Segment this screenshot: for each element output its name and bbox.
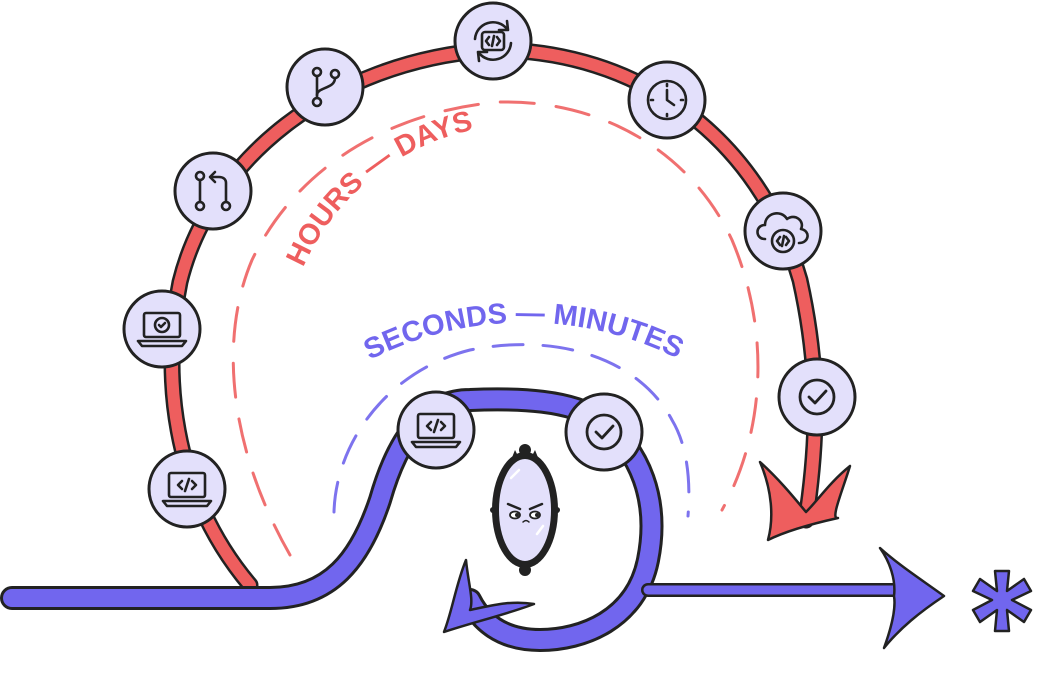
inner-loop-label: SECONDS — MINUTES — [359, 297, 689, 366]
clock-icon — [646, 79, 688, 121]
outer-node-code-sync — [453, 1, 533, 81]
laptop-code-icon — [410, 412, 462, 449]
outer-loop-label: HOURS — DAYS — [280, 105, 475, 270]
laptop-check-icon — [136, 311, 188, 348]
outer-dashed-guide — [231, 100, 760, 557]
cloud-code-icon — [756, 212, 809, 254]
outer-node-cloud-code — [743, 191, 823, 271]
code-sync-icon — [473, 19, 513, 63]
exit-arrowhead — [878, 546, 946, 650]
git-branch-icon — [311, 66, 341, 108]
check-circle-icon — [798, 378, 836, 416]
asterisk-icon — [971, 569, 1033, 633]
outer-node-pull-request — [173, 151, 253, 231]
inner-dashed-guide — [332, 343, 691, 518]
pull-request-icon — [194, 170, 232, 212]
outer-node-clock — [627, 60, 707, 140]
outer-node-laptop-check — [122, 289, 202, 369]
check-circle-icon — [585, 413, 623, 451]
outer-loop-arrowhead — [758, 460, 852, 542]
outer-node-laptop-code — [147, 449, 227, 529]
inner-node-laptop-code — [396, 390, 476, 470]
inner-node-check-circle — [564, 392, 644, 472]
laptop-code-icon — [161, 471, 213, 508]
inner-loop-arrowhead — [442, 558, 536, 634]
outer-node-check-circle — [777, 357, 857, 437]
mirror-face-icon — [490, 444, 560, 576]
outer-node-git-branch — [285, 47, 365, 127]
